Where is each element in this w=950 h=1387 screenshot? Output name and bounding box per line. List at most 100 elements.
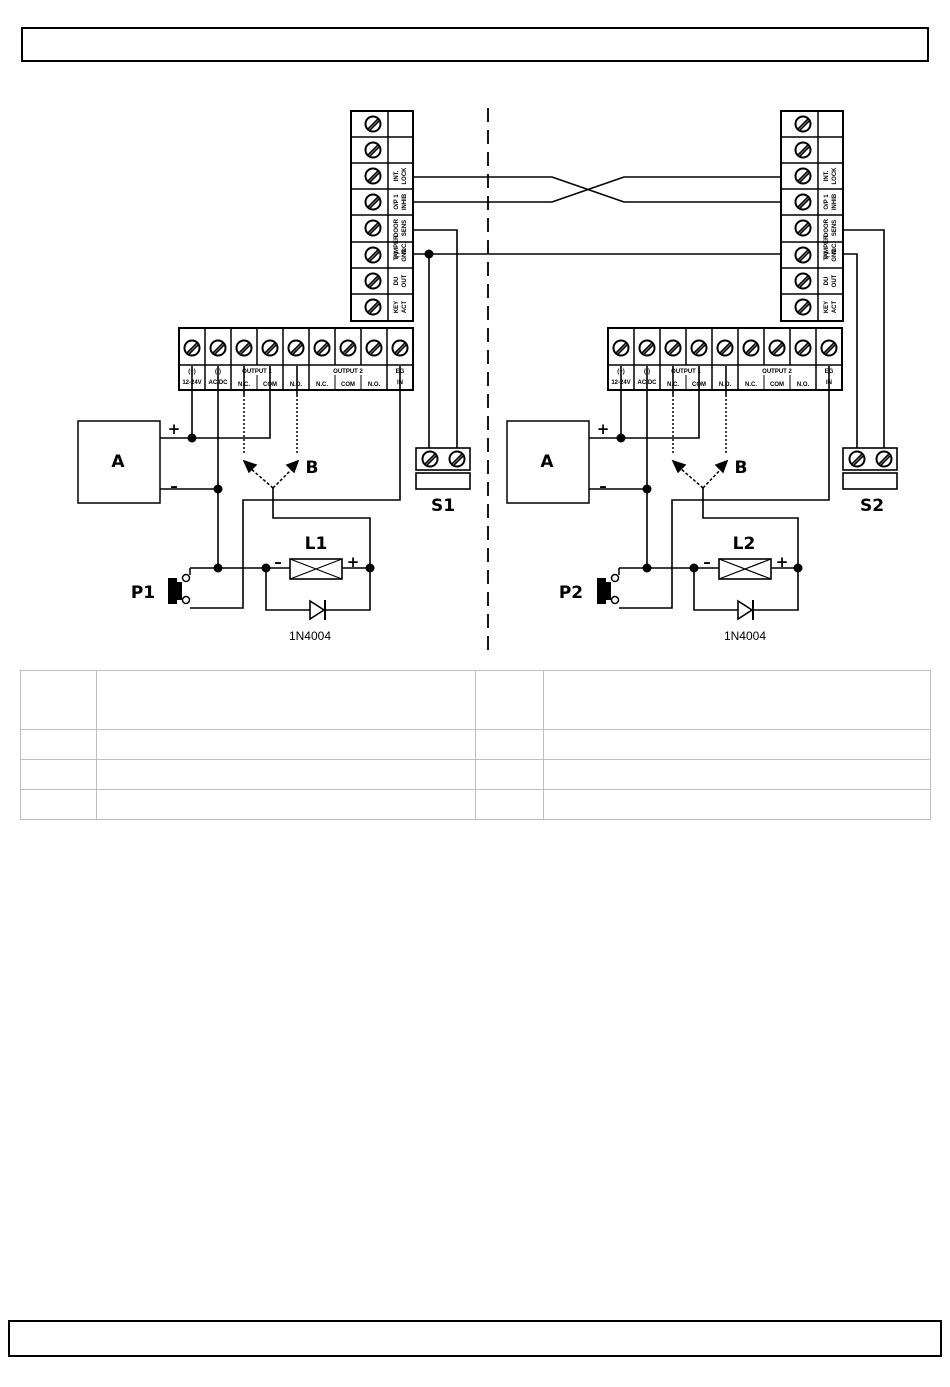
term-label: LOCK [402, 167, 408, 185]
door-sensor [415, 447, 471, 490]
table-cell [20, 670, 97, 730]
bottom-terminal-strip-right: (+) 12-24V (-) AC/DC OUTPUT 1 N.C. COM N… [608, 328, 842, 390]
vertical-terminal-strip-right: TAMPER N.C. INT. LOCK O/P 1 INHIB DOOR S… [781, 111, 843, 321]
term-label: TAMPER [824, 235, 830, 261]
term-label: (-) [824, 252, 830, 258]
table-cell [543, 759, 931, 790]
table-cell [543, 729, 931, 760]
term-label: ACT [402, 301, 408, 314]
legend-table [20, 670, 931, 820]
plus-sign: + [597, 420, 610, 438]
diode-symbol [737, 599, 754, 621]
diode-label: 1N4004 [724, 629, 766, 643]
door-sensor [842, 447, 898, 490]
sensor-label: S1 [431, 496, 455, 516]
vertical-terminal-strip-left: TAMPER N.C. INT. LOCK O/P 1 INHIB DOOR S… [351, 111, 413, 321]
power-supply-box [77, 420, 161, 504]
right-unit: TAMPER N.C. INT. LOCK O/P 1 INHIB DOOR S… [506, 111, 898, 643]
contact-label: B [306, 458, 319, 478]
term-label: O/P 1 [824, 194, 830, 210]
term-label: KEY [824, 301, 830, 313]
term-label: N.C. [402, 242, 408, 254]
term-label: N.O. [719, 382, 732, 388]
term-label: COM [341, 382, 355, 388]
power-supply-box [506, 420, 590, 504]
term-label: OUT [832, 274, 838, 287]
term-label: DU [824, 277, 830, 286]
term-label: OUTPUT 1 [671, 369, 701, 375]
term-label: DOOR [824, 218, 830, 237]
term-label: N.C. [745, 382, 757, 388]
term-label: N.C. [316, 382, 328, 388]
term-label: OUT [402, 274, 408, 287]
term-label: TAMPER [394, 235, 400, 261]
table-row [20, 789, 931, 820]
term-label: INHIB [832, 193, 838, 210]
table-cell [96, 670, 476, 730]
contact-label: B [735, 458, 748, 478]
table-cell [20, 789, 97, 820]
term-label: (-) [394, 252, 400, 258]
junction-dots-left [187, 249, 434, 573]
contact-b-arrows [242, 395, 300, 489]
pushbutton-symbol [168, 568, 191, 605]
term-label: OUTPUT 2 [333, 369, 363, 375]
table-cell [96, 759, 476, 790]
table-cell [475, 670, 544, 730]
plus-sign: + [168, 420, 181, 438]
term-label: GND [402, 248, 408, 262]
header-box [21, 27, 929, 62]
term-label: KEY [394, 301, 400, 313]
table-cell [20, 759, 97, 790]
term-label: ACT [832, 301, 838, 314]
junction-dots-right [616, 433, 803, 573]
term-label: LOCK [832, 167, 838, 185]
pushbutton-label: P1 [131, 583, 155, 603]
minus-sign: – [170, 477, 178, 495]
bottom-terminal-strip-left: (+) 12-24V (-) AC/DC OUTPUT 1 N.C. COM N… [179, 328, 413, 390]
term-label: INT. [394, 170, 400, 181]
power-supply-label: A [111, 452, 125, 472]
lock-label: L1 [305, 534, 328, 554]
table-cell [96, 729, 476, 760]
diode-label: 1N4004 [289, 629, 331, 643]
term-label: INT. [824, 170, 830, 181]
minus-sign: – [703, 553, 711, 571]
term-label: N.O. [368, 382, 381, 388]
table-row [20, 670, 931, 730]
diode-symbol [309, 599, 326, 621]
term-label: COM [770, 382, 784, 388]
term-label: SENS [832, 220, 838, 236]
minus-sign: – [599, 477, 607, 495]
power-supply-label: A [540, 452, 554, 472]
plus-sign: + [776, 553, 789, 571]
table-cell [20, 729, 97, 760]
table-cell [96, 789, 476, 820]
table-cell [475, 759, 544, 790]
sensor-label: S2 [860, 496, 884, 516]
term-label: GND [832, 248, 838, 262]
pushbutton-symbol [597, 568, 620, 605]
term-label: SENS [402, 220, 408, 236]
table-cell [475, 789, 544, 820]
term-label: N.O. [290, 382, 303, 388]
term-label: DOOR [394, 218, 400, 237]
term-label: OUTPUT 2 [762, 369, 792, 375]
pushbutton-label: P2 [559, 583, 583, 603]
term-label: O/P 1 [394, 194, 400, 210]
term-label: OUTPUT 1 [242, 369, 272, 375]
contact-b-arrows [671, 395, 729, 489]
footer-box [8, 1320, 942, 1357]
left-unit: TAMPER N.C. INT. LOCK O/P 1 INHIB DOOR S… [77, 111, 782, 643]
minus-sign: – [274, 553, 282, 571]
wires-left [160, 176, 782, 611]
term-label: N.C. [832, 242, 838, 254]
table-row [20, 759, 931, 790]
term-label: INHIB [402, 193, 408, 210]
term-label: DU [394, 277, 400, 286]
table-cell [543, 789, 931, 820]
table-cell [543, 670, 931, 730]
plus-sign: + [347, 553, 360, 571]
lock-label: L2 [733, 534, 756, 554]
